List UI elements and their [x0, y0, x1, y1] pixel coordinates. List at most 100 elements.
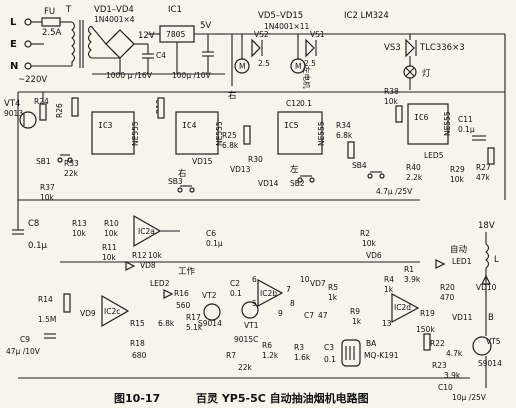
label-left-motor: 左电机 [302, 66, 312, 89]
label-c12-val: 0.1 [300, 99, 312, 108]
label-ic4-type: NE555 [215, 121, 224, 146]
label-r5: R5 [328, 283, 338, 292]
label-vt2: VT2 [202, 291, 217, 300]
label-vs2-val: 2.5 [258, 59, 270, 68]
label-r16: R16 [174, 289, 189, 298]
label-r26: R26 [55, 103, 64, 118]
label-r40: R40 [406, 163, 421, 172]
label-c3: C3 [324, 343, 334, 352]
label-fuse: FU [44, 7, 55, 17]
label-tlc: TLC336×3 [419, 43, 465, 53]
label-r2: R2 [360, 229, 370, 238]
label-ic5-type: NE555 [317, 121, 326, 146]
label-l: L [494, 255, 499, 265]
label-r9: R9 [350, 307, 360, 316]
label-r23: R23 [432, 361, 447, 370]
output-section: 18V L 自动 LED1 VD10 R20 470 VD11 B R22 4.… [423, 221, 502, 402]
label-r27: R27 [476, 163, 491, 172]
diode-vd8-icon [125, 261, 136, 271]
label-l: L [10, 17, 17, 28]
label-r33: R33 [64, 159, 79, 168]
transformer-secondary [87, 25, 92, 59]
transformer-primary [71, 21, 76, 66]
resistor-r12 [157, 97, 165, 119]
opamp-ic2a [133, 214, 162, 248]
label-c6-val: 0.1μ [206, 239, 223, 248]
label-ba: BA [366, 339, 377, 348]
label-pin13: 13 [382, 319, 392, 328]
label-vd15: VD15 [192, 157, 213, 166]
label-r2-val: 10k [362, 239, 377, 248]
label-r14: R14 [38, 295, 53, 304]
label-ic2b: IC2b [260, 289, 277, 298]
label-ic3: IC3 [98, 121, 113, 130]
label-vt1: VT1 [244, 321, 259, 330]
label-c7-val: 47 [318, 311, 328, 320]
label-r9-val: 1k [352, 317, 362, 326]
resistor-r24 [39, 103, 47, 121]
terminal-e [24, 40, 32, 48]
label-r12b: R12 [132, 251, 147, 260]
label-r7-val: 22k [238, 363, 253, 372]
label-transformer: T [65, 5, 72, 15]
label-c7: C7 [304, 311, 314, 320]
label-c9: C9 [20, 335, 30, 344]
triac-vs3-icon [405, 38, 415, 58]
label-vt1-val: 9015C [234, 335, 258, 344]
label-r29: R29 [450, 165, 465, 174]
label-vd5-15: VD5–VD15 [258, 11, 303, 21]
label-c9-val: 47μ /10V [6, 347, 41, 356]
label-r1-val: 3.9k [404, 275, 421, 284]
svg-text:M: M [295, 62, 301, 71]
label-sb2: SB2 [290, 179, 305, 188]
label-c6: C6 [206, 229, 216, 238]
label-vd6: VD6 [366, 251, 382, 260]
label-r19: R19 [420, 309, 435, 318]
resistor-r38 [395, 105, 403, 123]
label-sb4: SB4 [352, 161, 367, 170]
label-7805: 7805 [166, 30, 185, 39]
label-r23-val: 3.9k [444, 371, 461, 380]
label-c100: 100μ /10V [172, 71, 212, 80]
resistor-r14 [63, 293, 71, 313]
label-left-btn: 左 [290, 164, 299, 175]
triac-section: VD5–VD15 1N4001×11 IC2 LM324 M VS2 2.5 右… [225, 11, 506, 101]
timer-ic4 [175, 111, 219, 155]
label-r7: R7 [226, 351, 236, 360]
label-r11: R11 [102, 243, 117, 252]
led-led2-icon [163, 289, 174, 299]
label-r17: R17 [186, 313, 201, 322]
label-c12: C12 [286, 99, 301, 108]
fuse [41, 17, 61, 27]
label-c2-val: 0.1 [230, 289, 242, 298]
label-pin8: 8 [290, 299, 295, 308]
label-r29-val: 10k [450, 175, 465, 184]
timer-ic5 [277, 111, 323, 155]
label-vd7: VD7 [310, 279, 326, 288]
label-r18: R18 [130, 339, 145, 348]
label-rectifier: VD1–VD4 [94, 5, 134, 15]
switch-sb3 [177, 185, 195, 193]
label-right-btn: 右 [178, 168, 187, 179]
bridge-rectifier [105, 29, 135, 59]
power-section: L E N ~220V FU 2.5A T VD1–VD4 1N4001×4 1… [10, 5, 225, 85]
label-r25-val: 6.8k [222, 141, 239, 150]
label-vs1-val: 2.5 [304, 59, 316, 68]
switch-sb4 [367, 171, 385, 179]
label-r33-val: 22k [64, 169, 79, 178]
label-pin10: 10 [300, 275, 310, 284]
resistor-r26 [71, 97, 79, 117]
label-r1: R1 [404, 265, 414, 274]
label-vt4-val: 9013 [4, 109, 23, 118]
resistor-r25 [243, 125, 251, 145]
label-r11-val: 10k [102, 253, 117, 262]
label-r4: R4 [384, 275, 394, 284]
label-r10-val: 10k [104, 229, 119, 238]
label-r40-val: 2.2k [406, 173, 423, 182]
label-c-cap: 4.7μ /25V [376, 187, 413, 196]
label-vd5-15-val: 1N4001×11 [264, 22, 310, 31]
label-r4-val: 1k [384, 285, 394, 294]
label-r16-val: 560 [176, 301, 191, 310]
